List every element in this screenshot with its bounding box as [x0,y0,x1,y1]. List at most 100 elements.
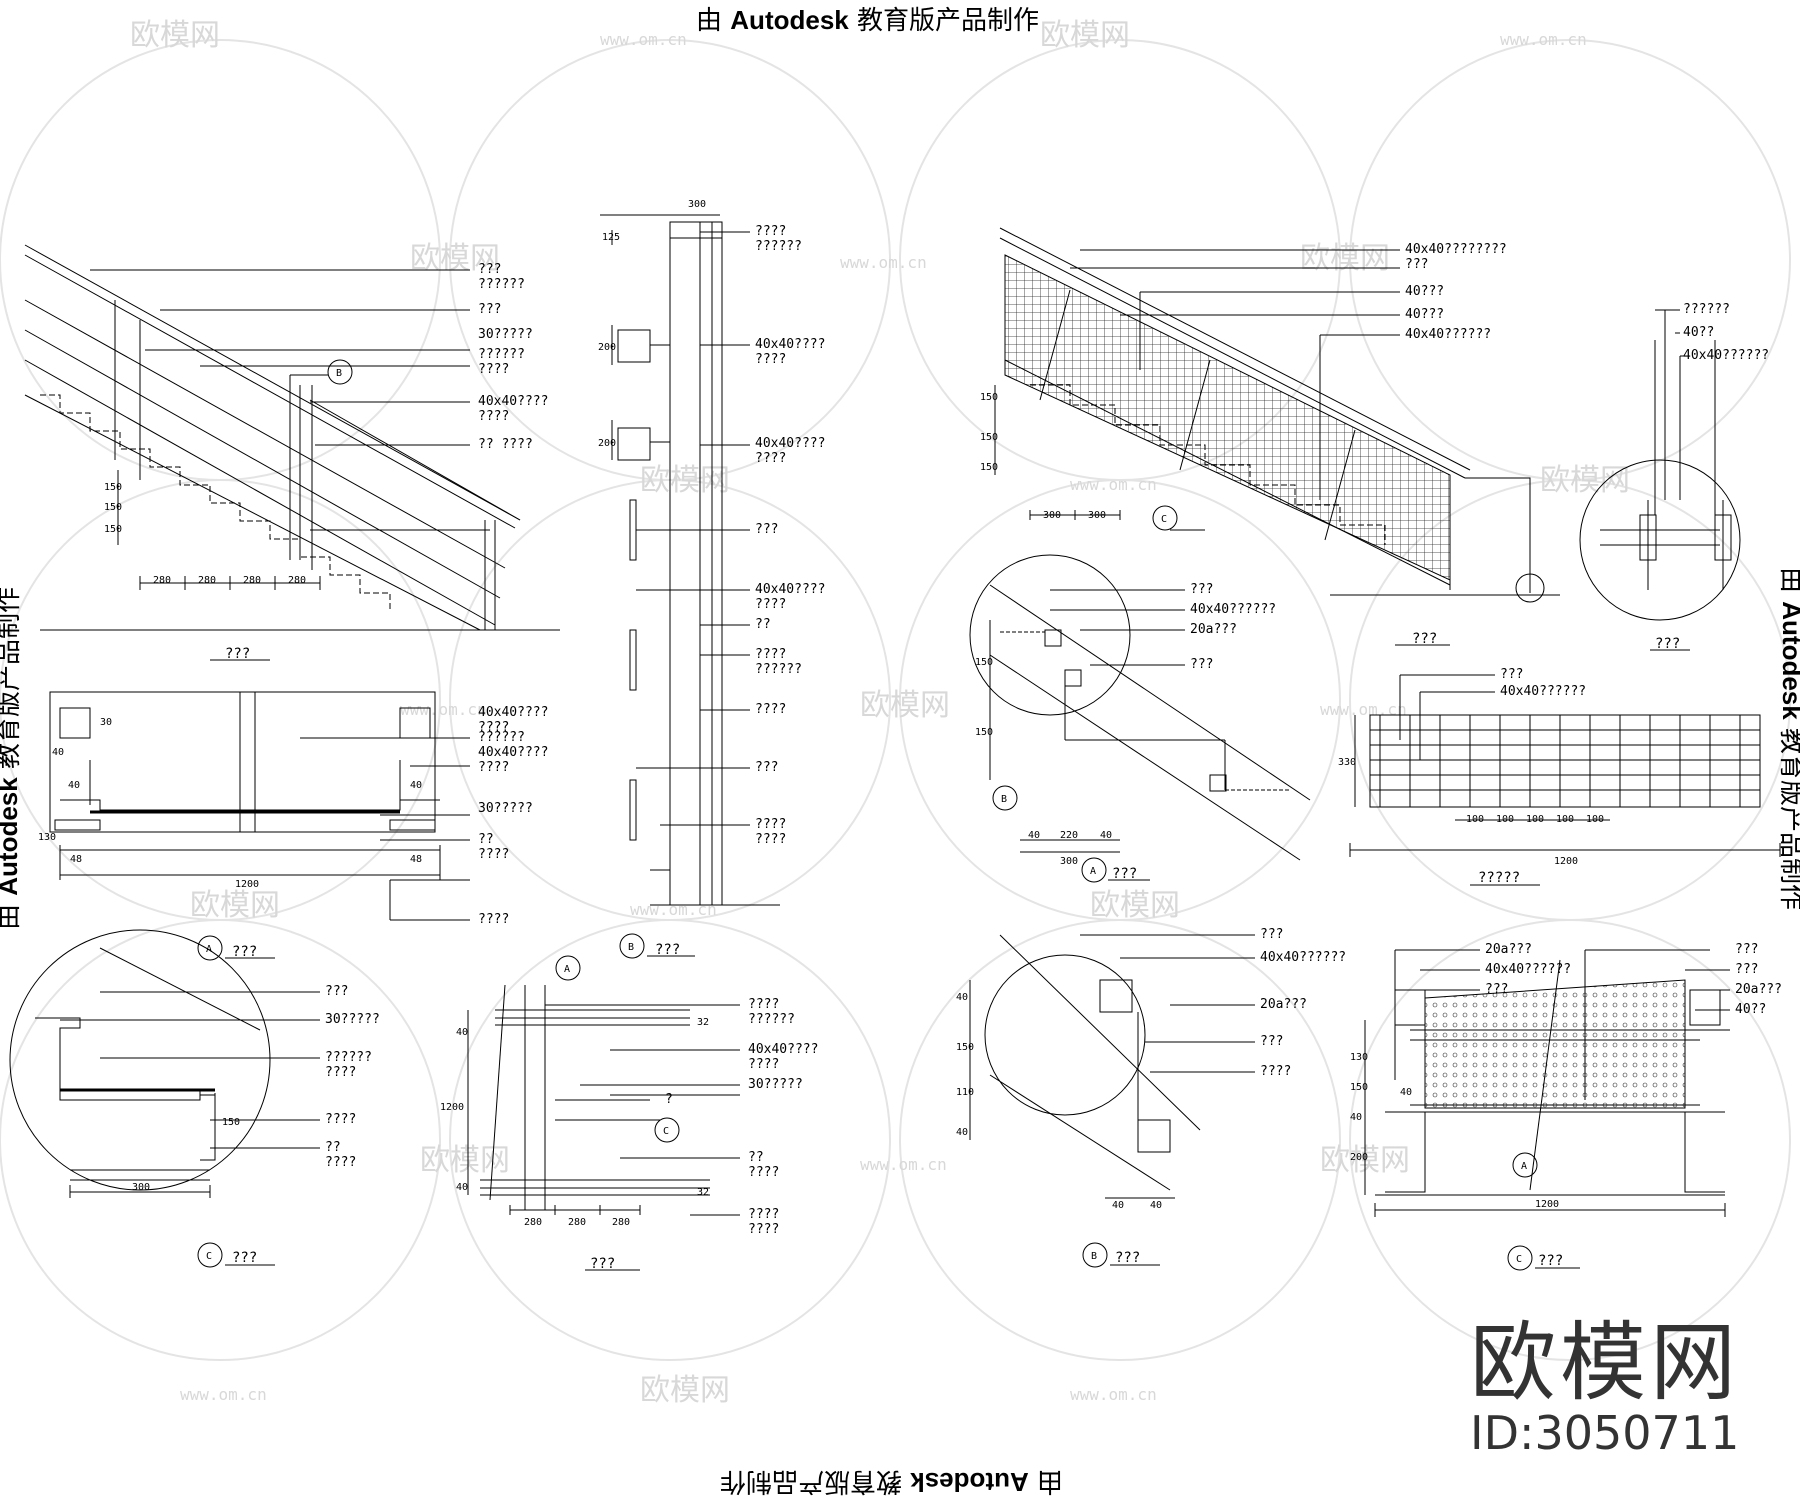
dim: 100 [1586,814,1604,825]
marker-letter: A [1090,866,1096,877]
wm-site-text: www.om.cn [1070,475,1157,494]
label: ???? [1260,1064,1291,1079]
stamp-suffix: 教育版产品制作 [0,586,25,769]
dim: 1200 [1554,856,1578,867]
dim: 200 [598,438,616,449]
dim: 280 [288,575,306,586]
dim: 300 [1060,856,1078,867]
label: ?????? [748,1150,779,1180]
wm-logo-text: 欧模网 [190,888,280,923]
detail-b-right-texts: ??? 40x40?????? 20a??? ??? ???? 40 40 40… [956,927,1346,1266]
dim: 40 [410,780,422,791]
site-logo-text: 欧模网 [1470,1313,1740,1413]
dim: 200 [1350,1152,1368,1163]
wm-logo-text: 欧模网 [1300,241,1390,276]
section-a-left [49,691,470,961]
label: ?????????? [748,997,795,1027]
view-title: ????? [1478,870,1520,886]
stamp-brand: Autodesk [1777,601,1800,720]
label: ??? [1260,927,1283,942]
stair-elevation-right-texts: 40x40??????????? 40??? 40??? 40x40??????… [980,242,1507,647]
dim: 32 [697,1187,709,1198]
label: ?????? [1683,302,1730,317]
dim: 40 [1028,830,1040,841]
dim: 300 [688,199,706,210]
label: 30????? [478,327,533,342]
panel-elevation-texts: ??? 40x40?????? 100 100 100 100 100 1200… [1338,667,1604,886]
dim: 100 [1526,814,1544,825]
dim: 40 [52,747,64,758]
label: ????????? [478,262,525,292]
label: ???????? [748,1207,779,1237]
label: 40x40?????? [1683,348,1769,363]
label: ??? [1735,942,1758,957]
wm-logo-text: 欧模网 [1540,463,1630,498]
dim: 150 [1350,1082,1368,1093]
stamp-prefix: 由 [1037,1466,1064,1496]
callout-letter: B [1001,794,1007,805]
dim: 330 [1338,757,1356,768]
stamp-suffix: 教育版产品制作 [720,1466,903,1496]
dim: 40 [956,1127,968,1138]
dim: 48 [410,854,422,865]
dim: 280 [612,1217,630,1228]
detail-c-left [9,929,320,1268]
dim: 150 [956,1042,974,1053]
dim: 280 [153,575,171,586]
dim: 200 [598,342,616,353]
detail-a-right-texts: ??? 40x40?????? 20a??? ??? 40 220 40 300… [975,582,1276,882]
edu-stamp-bottom: 由 Autodesk 教育版产品制作 [720,1465,1063,1502]
label: ?????????? [755,224,802,254]
dim: 130 [1350,1052,1368,1063]
dim: 40 [1350,1112,1362,1123]
wm-site-text: www.om.cn [180,1385,267,1404]
label: 20a??? [1260,997,1307,1012]
label: ???? [755,702,786,717]
view-title: ??? [1115,1250,1140,1266]
marker-letter: B [1091,1251,1097,1262]
label: 40??? [1405,307,1444,322]
stamp-suffix: 教育版产品制作 [1776,728,1800,911]
marker-letter: C [663,1126,669,1137]
dim: 150 [104,482,122,493]
wm-site-text: www.om.cn [1500,30,1587,49]
plan-middle [467,955,740,1271]
wm-site-text: www.om.cn [840,253,927,272]
label: ???? [478,912,509,927]
dim: 40 [68,780,80,791]
dim: 40 [1112,1200,1124,1211]
dim: 300 [1043,510,1061,521]
marker-letter: C [1516,1254,1522,1265]
wm-logo-text: 欧模网 [640,463,730,498]
label: 20a??? [1735,982,1782,997]
label: ??? [325,984,348,999]
label: ?????????? [478,347,525,377]
label: ? [665,1092,673,1107]
dim: 220 [1060,830,1078,841]
label: ??? [478,302,501,317]
dim: 40 [1150,1200,1162,1211]
wm-logo-text: 欧模网 [860,688,950,723]
view-title: ??? [1112,866,1137,882]
label: ??? [1190,582,1213,597]
edu-stamp-right: 由 Autodesk 教育版产品制作 [1775,567,1800,910]
dim: 150 [104,524,122,535]
label: 30????? [748,1077,803,1092]
label: ???????? [755,817,786,847]
label: ??? [1260,1034,1283,1049]
callout-letter: B [336,368,342,379]
dim: 150 [980,392,998,403]
view-title: ??? [232,944,257,960]
section-a-left-texts: 40x40???????? ?????? 40x40???????? 30???… [38,705,548,960]
wm-logo-text: 欧模网 [1040,18,1130,53]
label: 40?? [1735,1002,1766,1017]
label: 40x40?????? [1260,950,1346,965]
label: 40?? [1683,325,1714,340]
handrail-post-b [600,214,780,959]
wm-site-text: www.om.cn [860,1155,947,1174]
dim: 100 [1496,814,1514,825]
stamp-brand: Autodesk [730,5,849,35]
label: 40x40???????? [755,436,825,466]
dim: 1200 [1535,1199,1559,1210]
